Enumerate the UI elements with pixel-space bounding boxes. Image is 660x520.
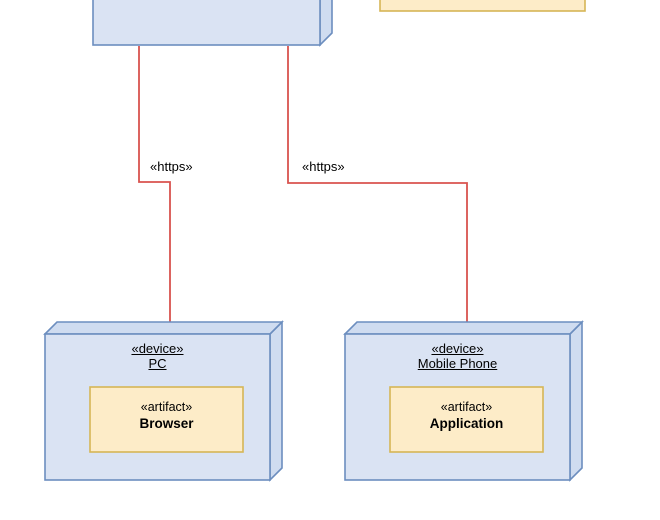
node-mobile-phone[interactable] (343, 320, 584, 482)
connector-https-pc-label: «https» (148, 159, 195, 174)
connector-https-mobile[interactable] (287, 46, 468, 323)
node-top-side-face (319, 0, 333, 47)
connector-https-pc[interactable] (138, 46, 171, 323)
node-mobile-phone-side-face (569, 320, 583, 482)
node-pc[interactable] (43, 320, 284, 482)
node-top-front-face (92, 0, 321, 46)
artifact-application-box[interactable] (389, 386, 544, 453)
node-pc-side-face (269, 320, 283, 482)
node-top-clipped[interactable] (92, 0, 333, 47)
node-mobile-phone-top-face (343, 321, 584, 335)
connector-https-mobile-label: «https» (300, 159, 347, 174)
artifact-browser-box[interactable] (89, 386, 244, 453)
node-pc-top-face (43, 321, 284, 335)
artifact-top-clipped[interactable] (379, 0, 586, 12)
